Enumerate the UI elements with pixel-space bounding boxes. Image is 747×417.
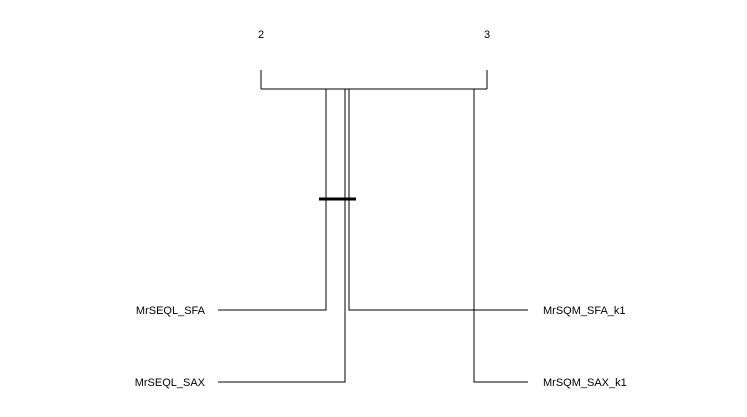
method-label-mrsqm-sax-k1: MrSQM_SAX_k1: [543, 377, 627, 389]
method-label-mrseql-sfa: MrSEQL_SFA: [136, 305, 206, 317]
axis-tick-label-high: 3: [484, 29, 490, 41]
connector-mrseql-sax: [218, 89, 346, 383]
connector-mrseql-sfa: [218, 89, 327, 311]
connector-mrsqm-sfa-k1: [348, 89, 528, 311]
connector-mrsqm-sax-k1: [473, 89, 528, 383]
method-label-mrsqm-sfa-k1: MrSQM_SFA_k1: [543, 305, 626, 317]
method-label-mrseql-sax: MrSEQL_SAX: [135, 377, 206, 389]
axis-tick-label-low: 2: [258, 29, 264, 41]
